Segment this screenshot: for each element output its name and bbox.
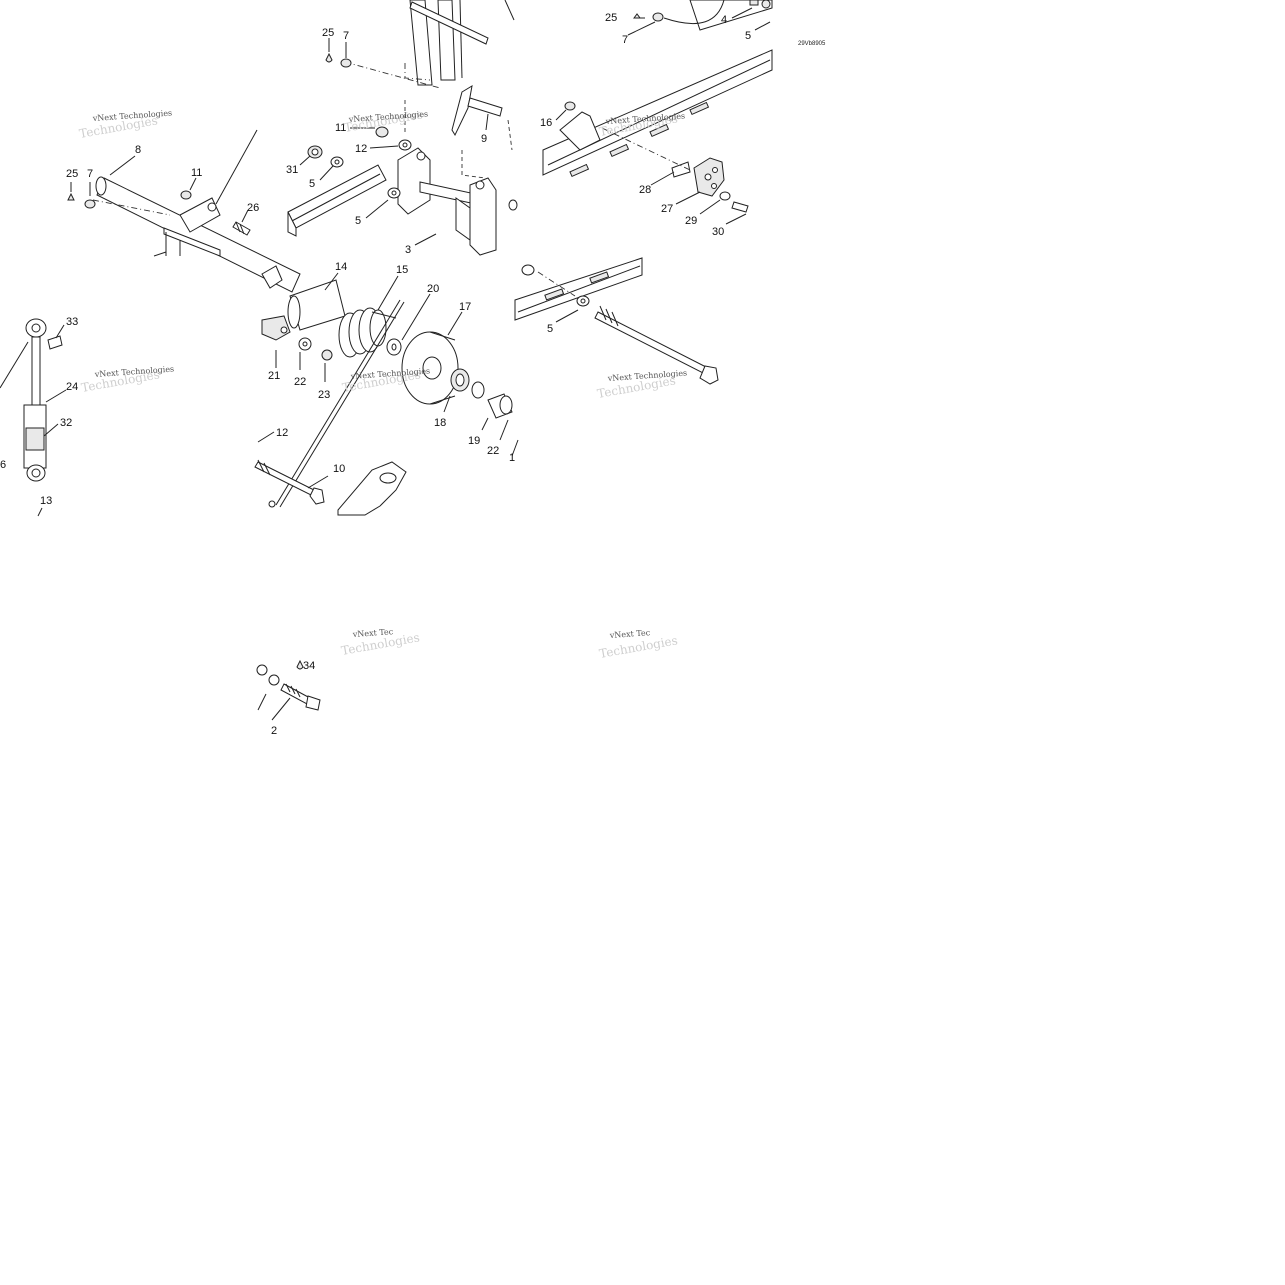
callout-14: 14 bbox=[335, 261, 347, 273]
watermarks: Technologies vNext Technologies Technolo… bbox=[78, 107, 687, 661]
spring-and-idler bbox=[261, 279, 513, 508]
drawing-code: 29Vb8905 bbox=[798, 41, 826, 47]
right-side-rail bbox=[542, 0, 773, 213]
bolt-10 bbox=[254, 461, 319, 498]
callout-32: 32 bbox=[60, 417, 72, 429]
watermark-partial: vNext Tec bbox=[609, 628, 651, 640]
callout-5: 5 bbox=[355, 215, 361, 227]
callout-17: 17 bbox=[459, 301, 471, 313]
circlip-19 bbox=[471, 381, 485, 399]
lower-bolt-and-plate bbox=[254, 459, 407, 711]
plate bbox=[337, 461, 407, 516]
callout-25: 25 bbox=[66, 168, 78, 180]
lower-right-rail bbox=[514, 257, 719, 385]
callout-3: 3 bbox=[405, 244, 411, 256]
callout-2: 2 bbox=[271, 725, 277, 737]
nut-23 bbox=[321, 349, 333, 361]
sleeve-28 bbox=[671, 161, 691, 178]
callout-7: 7 bbox=[87, 168, 93, 180]
adhesive-drop-icon bbox=[325, 52, 333, 63]
bolt-9-head bbox=[451, 85, 473, 137]
callout-12: 12 bbox=[355, 143, 367, 155]
callout-33: 33 bbox=[66, 316, 78, 328]
callout-4: 4 bbox=[721, 14, 727, 26]
bushing-33 bbox=[47, 335, 63, 350]
callout-9: 9 bbox=[481, 133, 487, 145]
cross-member-assembly bbox=[287, 126, 518, 256]
adhesive-symbols bbox=[296, 52, 352, 670]
callout-25: 25 bbox=[322, 27, 334, 39]
callout-31: 31 bbox=[286, 164, 298, 176]
adhesive-drop-icon bbox=[296, 659, 304, 670]
callout-11: 11 bbox=[335, 122, 346, 134]
pivot-arm-assembly bbox=[67, 129, 301, 293]
callout-22: 22 bbox=[294, 376, 306, 388]
washer-29 bbox=[719, 191, 731, 201]
callout-5: 5 bbox=[745, 30, 751, 42]
screw-2 bbox=[280, 683, 311, 705]
callout-6: 6 bbox=[0, 459, 6, 471]
callout-15: 15 bbox=[396, 264, 408, 276]
callout-22: 22 bbox=[487, 445, 499, 457]
shock-absorber bbox=[0, 318, 63, 482]
callout-11: 11 bbox=[191, 167, 202, 179]
callout-27: 27 bbox=[661, 203, 673, 215]
callout-20: 20 bbox=[427, 283, 439, 295]
callout-16: 16 bbox=[540, 117, 552, 129]
nut-11 bbox=[375, 126, 389, 138]
callout-10: 10 bbox=[333, 463, 345, 475]
callout-28: 28 bbox=[639, 184, 651, 196]
callout-13: 13 bbox=[40, 495, 52, 507]
callout-34: 34 bbox=[303, 660, 315, 672]
leader-lines bbox=[37, 7, 771, 721]
callout-5: 5 bbox=[309, 178, 315, 190]
link-21 bbox=[261, 315, 291, 341]
callout-21: 21 bbox=[268, 370, 280, 382]
nut-11-left bbox=[180, 190, 192, 200]
callout-12: 12 bbox=[276, 427, 288, 439]
bolt-9-shank bbox=[467, 97, 503, 117]
callout-25: 25 bbox=[605, 12, 617, 24]
callout-30: 30 bbox=[712, 226, 724, 238]
callout-29: 29 bbox=[685, 215, 697, 227]
screw-30 bbox=[731, 201, 749, 213]
callout-5: 5 bbox=[547, 323, 553, 335]
callout-1: 1 bbox=[509, 452, 515, 464]
callout-8: 8 bbox=[135, 144, 141, 156]
callout-18: 18 bbox=[434, 417, 446, 429]
watermark-partial: vNext Tec bbox=[352, 627, 394, 639]
callout-24: 24 bbox=[66, 381, 78, 393]
callout-7: 7 bbox=[343, 30, 349, 42]
callout-26: 26 bbox=[247, 202, 259, 214]
nut-16 bbox=[564, 101, 576, 111]
callout-19: 19 bbox=[468, 435, 480, 447]
callout-23: 23 bbox=[318, 389, 330, 401]
upper-frame-assembly bbox=[344, 0, 515, 179]
callout-7: 7 bbox=[622, 34, 628, 46]
callout-labels: 25 7 25 7 4 5 16 9 11 12 31 5 5 3 28 27 … bbox=[0, 12, 751, 737]
